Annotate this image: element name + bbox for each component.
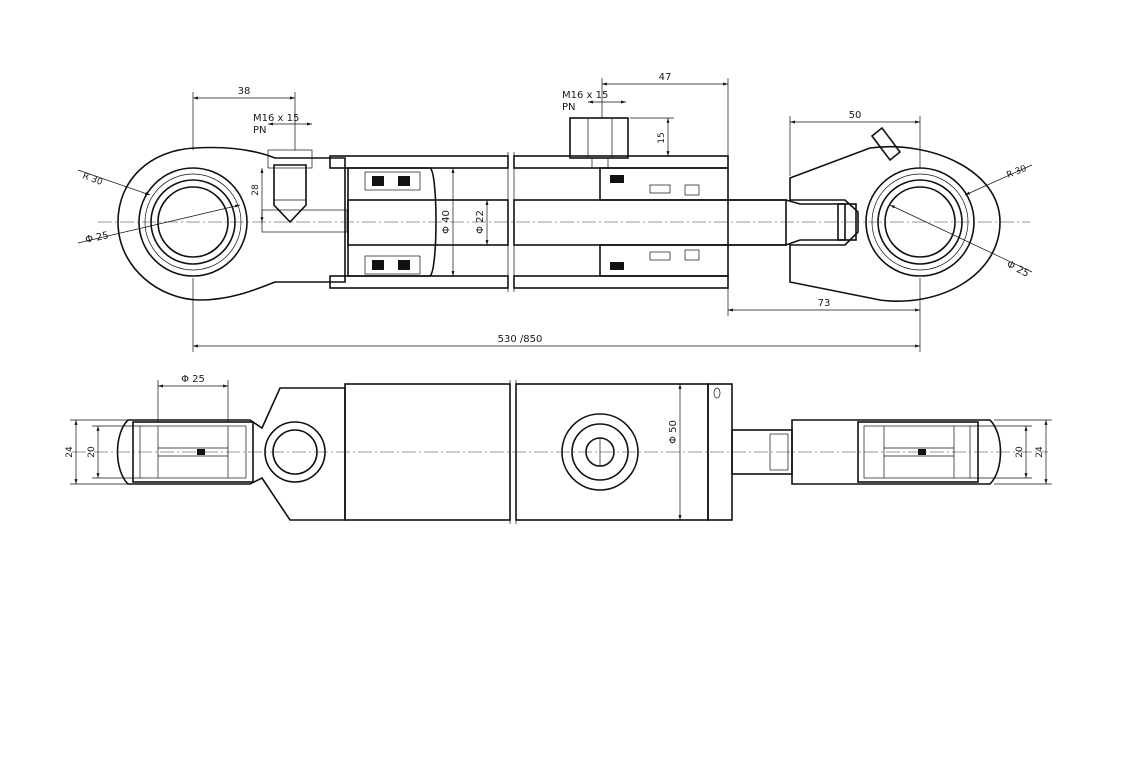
dim-tube-diameter: Φ 50 xyxy=(668,420,679,444)
dim-left-port-code: PN xyxy=(253,125,267,136)
dim-right-port-offset: 47 xyxy=(659,72,672,83)
cylinder-tube-left xyxy=(329,155,509,289)
dim-left-bore: Φ 25 xyxy=(84,230,110,246)
dim-bore-diameter: Φ 40 xyxy=(441,210,452,234)
dim-left-width-outer: 24 xyxy=(65,446,75,458)
dim-left-eye-offset: 38 xyxy=(238,86,251,97)
left-eye-section xyxy=(117,146,348,301)
section-view xyxy=(98,117,1030,302)
dim-right-port-thread: M16 x 15 xyxy=(562,90,608,101)
dim-right-eye-length: 50 xyxy=(849,110,862,121)
right-eye-section xyxy=(789,126,1001,302)
dim-rod-diameter: Φ 22 xyxy=(475,210,486,234)
dim-right-bore: Φ 25 xyxy=(1005,259,1031,280)
dim-right-width-outer: 24 xyxy=(1035,446,1045,458)
dim-overall-length: 530 /850 xyxy=(498,334,543,345)
dim-left-radius: R 30 xyxy=(81,171,104,188)
dim-rod-end-offset: 73 xyxy=(818,298,831,309)
dim-right-radius: R 30 xyxy=(1005,164,1028,181)
dim-left-width-inner: 20 xyxy=(87,446,97,458)
section-dimensions: 38 M16 x 15 PN R 30 Φ 25 28 Φ 40 Φ 22 M1… xyxy=(77,72,1033,352)
side-dimensions: Φ 25 24 20 Φ 50 20 24 xyxy=(65,374,1052,520)
dim-right-port-code: PN xyxy=(562,102,576,113)
dim-port-height: 28 xyxy=(251,184,261,196)
dim-right-port-height: 15 xyxy=(657,132,667,143)
dim-left-port-thread: M16 x 15 xyxy=(253,113,299,124)
side-view xyxy=(72,380,1048,524)
cylinder-tube-right xyxy=(513,117,846,289)
dim-left-pin: Φ 25 xyxy=(181,374,205,385)
dim-right-width-inner: 20 xyxy=(1015,446,1025,458)
